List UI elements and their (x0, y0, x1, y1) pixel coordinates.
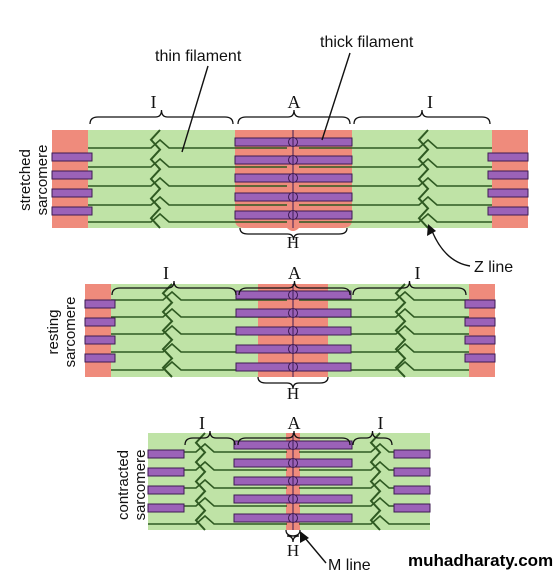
resting-z-line-left (161, 283, 174, 378)
resting-thin-filament-left (111, 324, 287, 335)
stretched-outer-thick-filament (51, 170, 93, 180)
contracted-outer-thick-filament (147, 449, 185, 459)
stretched-z-line-right (417, 129, 430, 229)
z-line-arrowhead (427, 224, 436, 236)
stretched-outer-thick-filament (487, 170, 529, 180)
z-line-label: Z line (474, 259, 513, 276)
stretched-a-band-label: A (288, 92, 301, 112)
resting-right-cap (469, 284, 495, 377)
resting-i-band-right-label: I (415, 263, 421, 283)
stretched-thin-filament-left (88, 176, 287, 187)
resting-thin-filament-right (299, 342, 469, 353)
resting-label-line1: resting (45, 309, 62, 354)
stretched-label-line2: sarcomere (34, 145, 51, 216)
m-line-arrowhead (300, 531, 309, 543)
stretched-thin-filament-right (299, 195, 492, 206)
m-line-label: M line (328, 557, 371, 574)
contracted-sarcomere: I A I H (147, 413, 431, 560)
contracted-outer-thick-filament (147, 467, 185, 477)
contracted-i-band-left-label: I (199, 413, 205, 433)
resting-thin-filament-right (299, 360, 469, 371)
resting-thin-filament-left (111, 307, 287, 318)
watermark: muhadharaty.com (408, 551, 553, 570)
stretched-thin-filament-right (299, 212, 492, 223)
contracted-outer-thick-filament (393, 467, 431, 477)
resting-i-band-right-brace (352, 280, 467, 296)
stretched-outer-thick-filament (51, 206, 93, 216)
stretched-outer-thick-filament (487, 152, 529, 162)
resting-outer-thick-filament (464, 353, 496, 363)
contracted-thin-filament-right (299, 514, 430, 525)
resting-thin-filament-right (299, 324, 469, 335)
resting-outer-thick-filament (464, 299, 496, 309)
resting-i-band-left-brace (111, 280, 237, 296)
resting-a-band-label: A (288, 263, 301, 283)
resting-outer-thick-filament (84, 299, 116, 309)
stretched-thin-filament-left (88, 138, 287, 149)
stretched-i-band-right-brace (353, 109, 491, 125)
contracted-label-line1: contracted (115, 450, 132, 520)
contracted-z-line-right (369, 432, 382, 531)
resting-sarcomere: I A I H (84, 263, 496, 403)
resting-h-zone-brace (257, 376, 329, 390)
resting-outer-thick-filament (84, 353, 116, 363)
contracted-outer-thick-filament (147, 503, 185, 513)
contracted-i-band-right-label: I (378, 413, 384, 433)
stretched-i-band-left-brace (89, 109, 234, 125)
contracted-outer-thick-filament (393, 485, 431, 495)
z-line-pointer (431, 230, 471, 267)
thick-filament-label: thick filament (320, 34, 414, 51)
resting-a-band-brace (238, 280, 351, 296)
stretched-outer-thick-filament (487, 206, 529, 216)
resting-z-line-right (394, 283, 407, 378)
resting-left-cap (85, 284, 111, 377)
stretched-z-line-left (149, 129, 162, 229)
contracted-h-zone-label: H (287, 541, 299, 560)
resting-thin-filament-left (111, 290, 287, 301)
contracted-a-band-label: A (288, 413, 301, 433)
resting-outer-thick-filament (84, 335, 116, 345)
contracted-thin-filament-left (148, 514, 287, 525)
resting-thin-filament-left (111, 342, 287, 353)
stretched-i-band-right-label: I (427, 92, 433, 112)
m-line-pointer (304, 537, 327, 564)
stretched-i-band-left-label: I (151, 92, 157, 112)
stretched-h-zone-brace (239, 227, 348, 241)
resting-thin-filament-left (111, 360, 287, 371)
stretched-h-zone-label: H (287, 233, 299, 252)
stretched-outer-thick-filament (487, 188, 529, 198)
resting-h-zone-label: H (287, 384, 299, 403)
contracted-outer-thick-filament (147, 485, 185, 495)
thin-filament-pointer (181, 65, 209, 153)
stretched-thin-filament-right (299, 138, 492, 149)
resting-thin-filament-right (299, 307, 469, 318)
contracted-outer-thick-filament (393, 449, 431, 459)
resting-outer-thick-filament (464, 335, 496, 345)
stretched-thin-filament-right (299, 157, 492, 168)
stretched-sarcomere: I A I H (51, 92, 529, 252)
contracted-outer-thick-filament (393, 503, 431, 513)
resting-outer-thick-filament (84, 317, 116, 327)
contracted-i-band-right-brace (352, 430, 393, 446)
contracted-z-line-left (194, 432, 207, 531)
resting-outer-thick-filament (464, 317, 496, 327)
resting-i-band-left-label: I (163, 263, 169, 283)
stretched-thin-filament-right (299, 176, 492, 187)
stretched-thin-filament-left (88, 195, 287, 206)
stretched-thin-filament-left (88, 212, 287, 223)
contracted-i-band-left-brace (184, 430, 236, 446)
resting-label-line2: sarcomere (62, 297, 79, 368)
stretched-a-band-brace (237, 109, 351, 125)
stretched-label-line1: stretched (17, 149, 34, 211)
stretched-outer-thick-filament (51, 152, 93, 162)
contracted-label-line2: sarcomere (132, 450, 149, 521)
contracted-a-band-brace (237, 430, 351, 446)
thin-filament-label: thin filament (155, 48, 242, 65)
stretched-outer-thick-filament (51, 188, 93, 198)
resting-thin-filament-right (299, 290, 469, 301)
thick-filament-pointer (321, 52, 351, 141)
stretched-thin-filament-left (88, 157, 287, 168)
contracted-h-zone-brace (285, 529, 301, 543)
